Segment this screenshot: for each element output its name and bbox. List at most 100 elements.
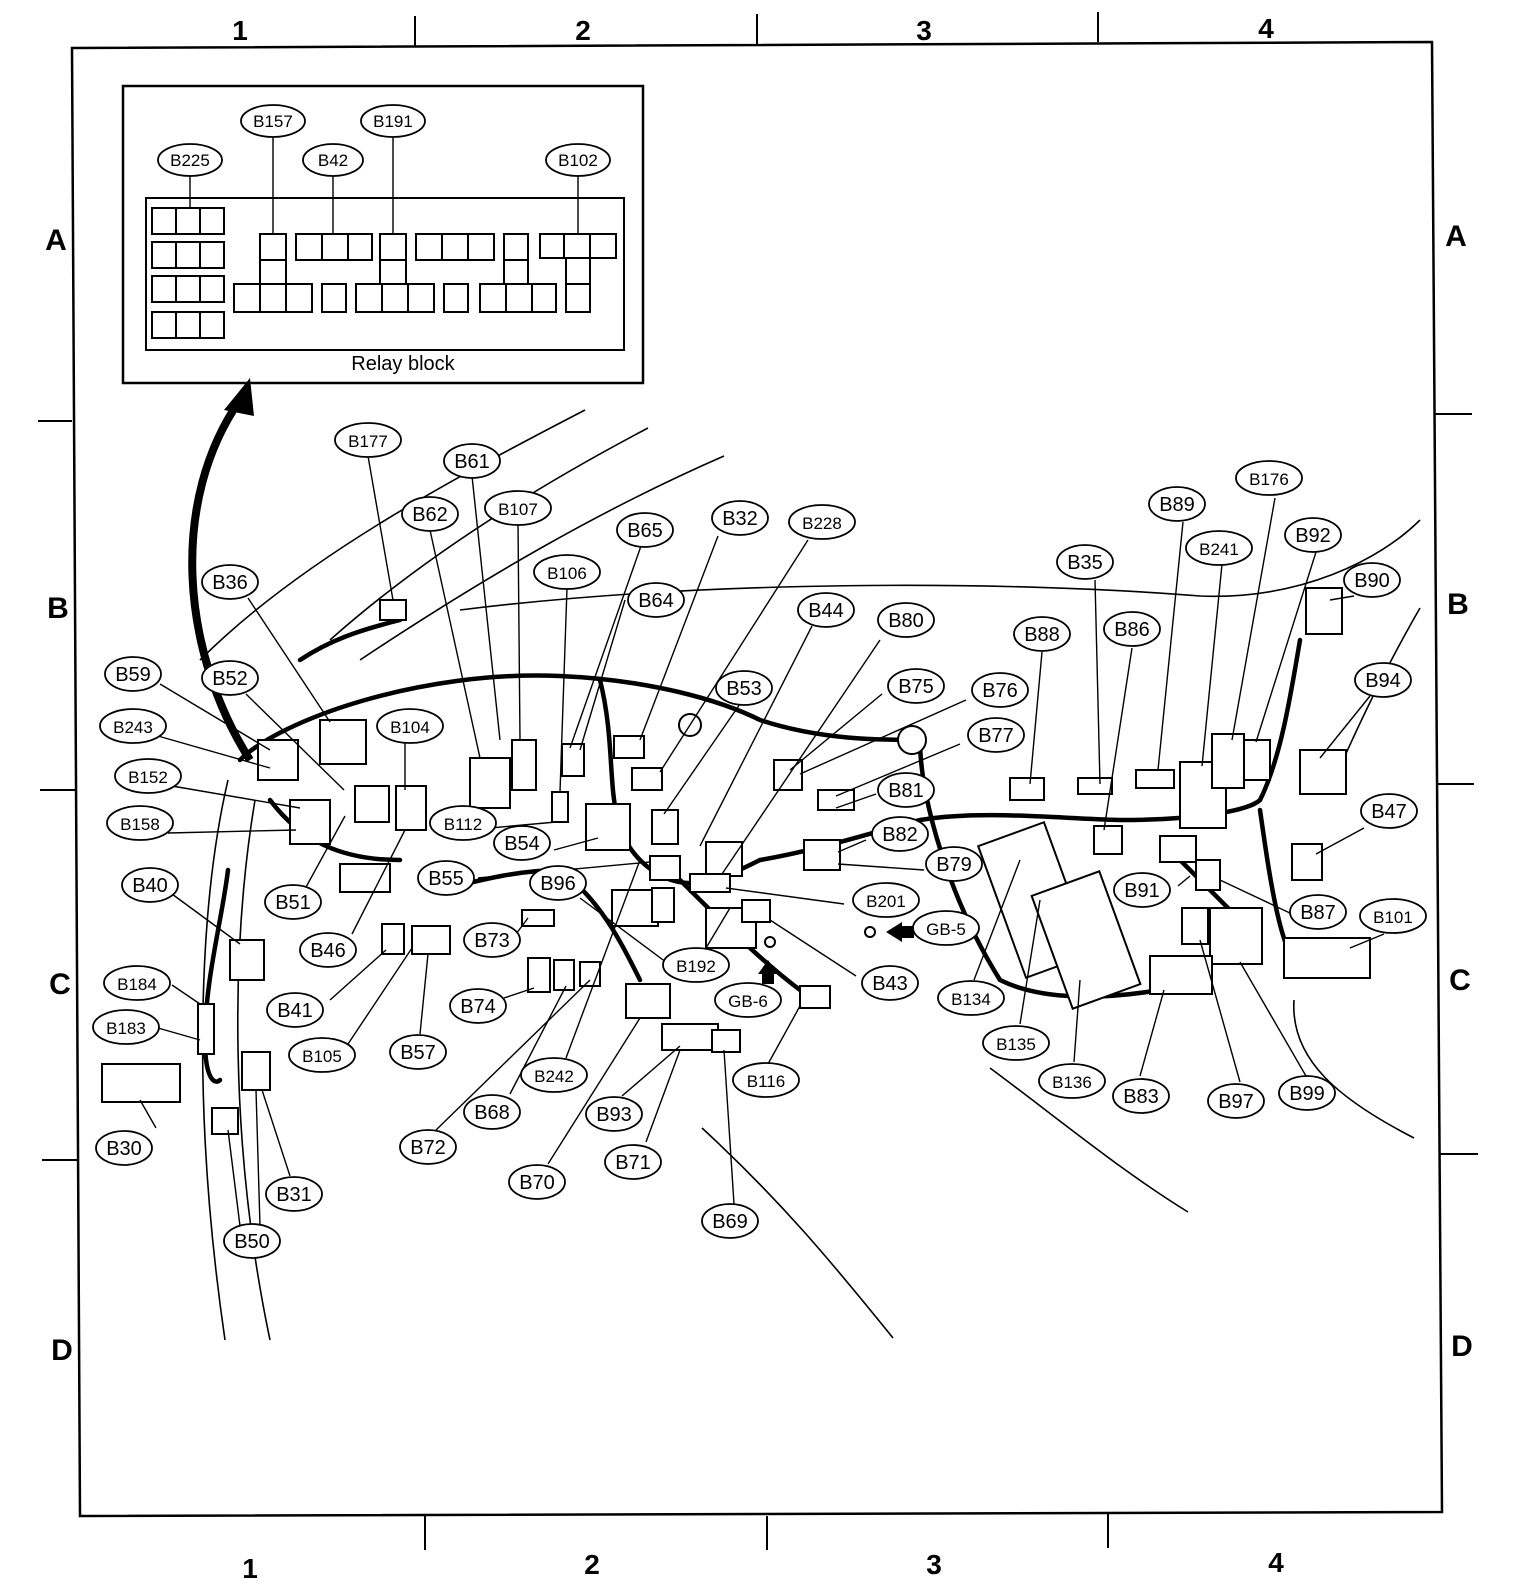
label-b152: B152	[128, 768, 168, 787]
label-b75: B75	[898, 676, 934, 698]
bubble-gb-6	[714, 982, 782, 1018]
bubble-b69	[701, 1203, 759, 1239]
bubble-b93	[585, 1096, 643, 1132]
label-b79: B79	[936, 854, 972, 876]
label-b136: B136	[1052, 1073, 1092, 1092]
label-b96: B96	[540, 873, 576, 895]
relay-cells	[151, 207, 617, 339]
bubble-b183	[92, 1009, 160, 1045]
label-b47: B47	[1371, 801, 1407, 823]
bubble-b101	[1359, 898, 1427, 934]
bubble-b41	[266, 992, 324, 1028]
label-b57: B57	[400, 1042, 436, 1064]
inset-label-b42: B42	[318, 151, 348, 170]
grid-col-top-4: 4	[1258, 13, 1274, 44]
bubble-b87	[1289, 894, 1347, 930]
label-b30: B30	[106, 1138, 142, 1160]
bubble-b201	[852, 882, 920, 918]
bubble-b91	[1113, 872, 1171, 908]
bubble-b94	[1354, 662, 1412, 698]
bubble-b81	[877, 772, 935, 808]
bubble-b105	[288, 1037, 356, 1073]
bubble-b116	[732, 1062, 800, 1098]
bubble-b74	[449, 988, 507, 1024]
bubble-b46	[299, 932, 357, 968]
inset-label-b191: B191	[373, 112, 413, 131]
bubble-b35	[1056, 544, 1114, 580]
label-gb-6: GB-6	[728, 992, 768, 1011]
inset-pointer-arrow	[188, 378, 254, 763]
label-b41: B41	[277, 1000, 313, 1022]
leader-lines	[139, 455, 1385, 1227]
bubble-b88	[1013, 616, 1071, 652]
bubble-b82	[871, 816, 929, 852]
label-b89: B89	[1159, 494, 1195, 516]
label-b55: B55	[428, 868, 464, 890]
label-b77: B77	[978, 725, 1014, 747]
grid-row-right-a: A	[1445, 220, 1467, 253]
label-b242: B242	[534, 1067, 574, 1086]
bubble-b70	[508, 1164, 566, 1200]
label-b176: B176	[1249, 470, 1289, 489]
bubble-b99	[1278, 1075, 1336, 1111]
label-b112: B112	[444, 815, 482, 834]
bubble-b177	[334, 422, 402, 458]
bubble-b55	[417, 860, 475, 896]
label-b101: B101	[1373, 908, 1413, 927]
bubble-b52	[201, 660, 259, 696]
label-gb-5: GB-5	[926, 920, 966, 939]
label-b76: B76	[982, 680, 1018, 702]
bubble-b54	[493, 825, 551, 861]
bubble-b80	[877, 602, 935, 638]
label-b68: B68	[474, 1102, 510, 1124]
bubble-b36	[201, 564, 259, 600]
bubble-b92	[1284, 517, 1342, 553]
bubble-b57	[389, 1034, 447, 1070]
bubble-gb-5	[912, 910, 980, 946]
bubble-b53	[715, 670, 773, 706]
label-b44: B44	[808, 600, 844, 622]
ground-arrows	[758, 922, 914, 984]
label-b88: B88	[1024, 624, 1060, 646]
bubble-b68	[463, 1094, 521, 1130]
label-b93: B93	[596, 1104, 632, 1126]
label-b59: B59	[115, 664, 151, 686]
grid-dividers	[38, 12, 1478, 1550]
label-b65: B65	[627, 520, 663, 542]
bubble-b73	[463, 922, 521, 958]
label-b82: B82	[882, 824, 918, 846]
label-b91: B91	[1124, 880, 1160, 902]
label-b80: B80	[888, 610, 924, 632]
label-b73: B73	[474, 930, 510, 952]
grid-row-left-d: D	[51, 1334, 73, 1367]
relay-block-inset: Relay block B225 B157 B42 B191 B102	[121, 84, 645, 385]
bubble-b61	[443, 443, 501, 479]
label-b90: B90	[1354, 570, 1390, 592]
label-b54: B54	[504, 833, 540, 855]
label-b35: B35	[1067, 552, 1103, 574]
bubble-b96	[529, 865, 587, 901]
label-b116: B116	[747, 1072, 785, 1091]
label-b52: B52	[212, 668, 248, 690]
label-b228: B228	[802, 514, 842, 533]
bubble-b71	[604, 1144, 662, 1180]
grid-col-bottom-2: 2	[584, 1549, 600, 1580]
label-b51: B51	[275, 892, 311, 914]
label-b184: B184	[117, 975, 157, 994]
label-b83: B83	[1123, 1086, 1159, 1108]
diagram-frame	[70, 40, 1444, 1518]
grid-row-left-b: B	[47, 592, 69, 625]
label-b40: B40	[132, 875, 168, 897]
bubble-b241	[1185, 530, 1253, 566]
bubble-b51	[264, 884, 322, 920]
inset-leaders	[189, 136, 579, 234]
grid-row-right-d: D	[1451, 1330, 1473, 1363]
bubble-b77	[967, 717, 1025, 753]
bubble-b43	[861, 965, 919, 1001]
bubble-b86	[1103, 611, 1161, 647]
label-b32: B32	[722, 508, 758, 530]
bubble-b176	[1235, 460, 1303, 496]
label-b36: B36	[212, 572, 248, 594]
